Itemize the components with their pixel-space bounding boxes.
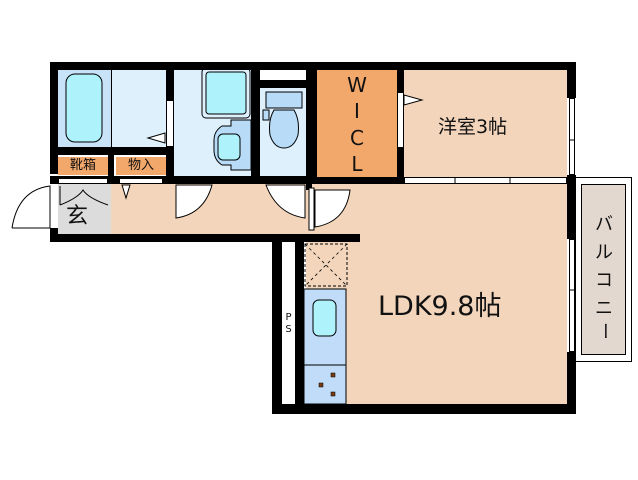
closet-door-marker-icon bbox=[121, 184, 131, 200]
closet-label: 物入 bbox=[116, 157, 166, 175]
western-room-floor bbox=[404, 70, 567, 177]
ps-label: P S bbox=[282, 312, 295, 336]
burner-icon bbox=[330, 372, 336, 378]
wall-basin-bottom bbox=[174, 176, 308, 184]
bath-divider-line bbox=[111, 70, 112, 147]
wall-top-right bbox=[308, 62, 576, 70]
washroom-door-icon bbox=[175, 184, 213, 219]
toilet-tank-icon bbox=[265, 91, 303, 109]
wall-bath-bottom bbox=[50, 147, 174, 155]
wall-storage-bottom bbox=[50, 176, 174, 184]
wic-floor bbox=[317, 70, 397, 177]
shoe-box-bifold-icon bbox=[59, 189, 109, 206]
wall-toilet-wic bbox=[306, 62, 317, 184]
balcony-char: ニ bbox=[595, 298, 613, 319]
ps-char: P bbox=[285, 312, 292, 323]
wall-washroom-right bbox=[166, 62, 174, 100]
ldk-floor bbox=[306, 184, 567, 404]
balcony-char: バ bbox=[595, 214, 613, 235]
entrance-label: 玄 bbox=[66, 204, 89, 229]
wall-wic-right bbox=[397, 62, 404, 92]
ps-shaft bbox=[282, 242, 295, 404]
shoe-box-door bbox=[58, 178, 108, 184]
bath-door-marker-icon bbox=[146, 132, 166, 144]
wall-western-right-lower bbox=[567, 175, 576, 187]
wall-wic-bottom bbox=[306, 177, 404, 184]
sliding-door-western bbox=[404, 177, 567, 184]
entrance-door-icon bbox=[11, 185, 51, 229]
wall-ldk-door-left bbox=[306, 184, 312, 190]
western-room-label: 洋室3帖 bbox=[438, 116, 508, 138]
toilet-top-strip bbox=[260, 70, 306, 80]
wic-char: I bbox=[354, 99, 360, 124]
wall-ldk-bottom bbox=[272, 404, 576, 414]
wall-wic-right-lower bbox=[397, 148, 404, 184]
wic-door-marker-icon bbox=[403, 94, 424, 106]
wall-storage-divider bbox=[108, 155, 114, 176]
wic-label: W I C L bbox=[317, 72, 397, 177]
wall-hallway-bottom bbox=[50, 234, 360, 242]
wall-ldk-right bbox=[567, 187, 576, 239]
shoe-box-label: 靴箱 bbox=[58, 157, 108, 175]
window-bath bbox=[166, 100, 174, 147]
ldk-label: LDK9.8帖 bbox=[378, 291, 502, 322]
kitchen-sink-icon bbox=[312, 299, 337, 337]
wic-char: L bbox=[351, 151, 363, 176]
toilet-bowl-icon bbox=[269, 109, 299, 149]
balcony-char: ル bbox=[595, 242, 613, 263]
closet-door bbox=[119, 178, 163, 184]
washroom-floor bbox=[111, 70, 166, 147]
ps-char: S bbox=[285, 324, 292, 335]
wall-toilet-top bbox=[260, 80, 308, 88]
wic-door-gap bbox=[397, 92, 404, 148]
balcony-label: バ ル コ ニ ー bbox=[582, 210, 626, 340]
stove-counter bbox=[303, 364, 347, 405]
ldk-door-icon bbox=[314, 189, 351, 228]
wall-left bbox=[50, 62, 58, 174]
wall-washroom-right-lower bbox=[166, 147, 174, 184]
wall-top-left bbox=[50, 62, 308, 70]
window-western bbox=[569, 98, 575, 175]
burner-icon bbox=[330, 391, 336, 397]
window-ldk bbox=[569, 239, 575, 352]
wic-char: W bbox=[347, 73, 367, 98]
wall-ldk-right-lower bbox=[567, 352, 576, 414]
balcony-floor bbox=[581, 184, 626, 355]
toilet-door-icon bbox=[265, 184, 306, 219]
burner-icon bbox=[318, 382, 324, 388]
wall-western-right bbox=[567, 62, 576, 98]
balcony-char: ー bbox=[594, 322, 615, 340]
refrigerator-space-icon bbox=[304, 243, 348, 287]
wall-basin-toilet bbox=[251, 62, 260, 184]
balcony-char: コ bbox=[595, 270, 613, 291]
bathtub-icon bbox=[65, 73, 103, 143]
wic-char: C bbox=[350, 125, 364, 150]
wall-ps-left bbox=[272, 242, 282, 414]
washing-machine-icon bbox=[205, 71, 247, 115]
wall-ps-right bbox=[295, 242, 304, 414]
